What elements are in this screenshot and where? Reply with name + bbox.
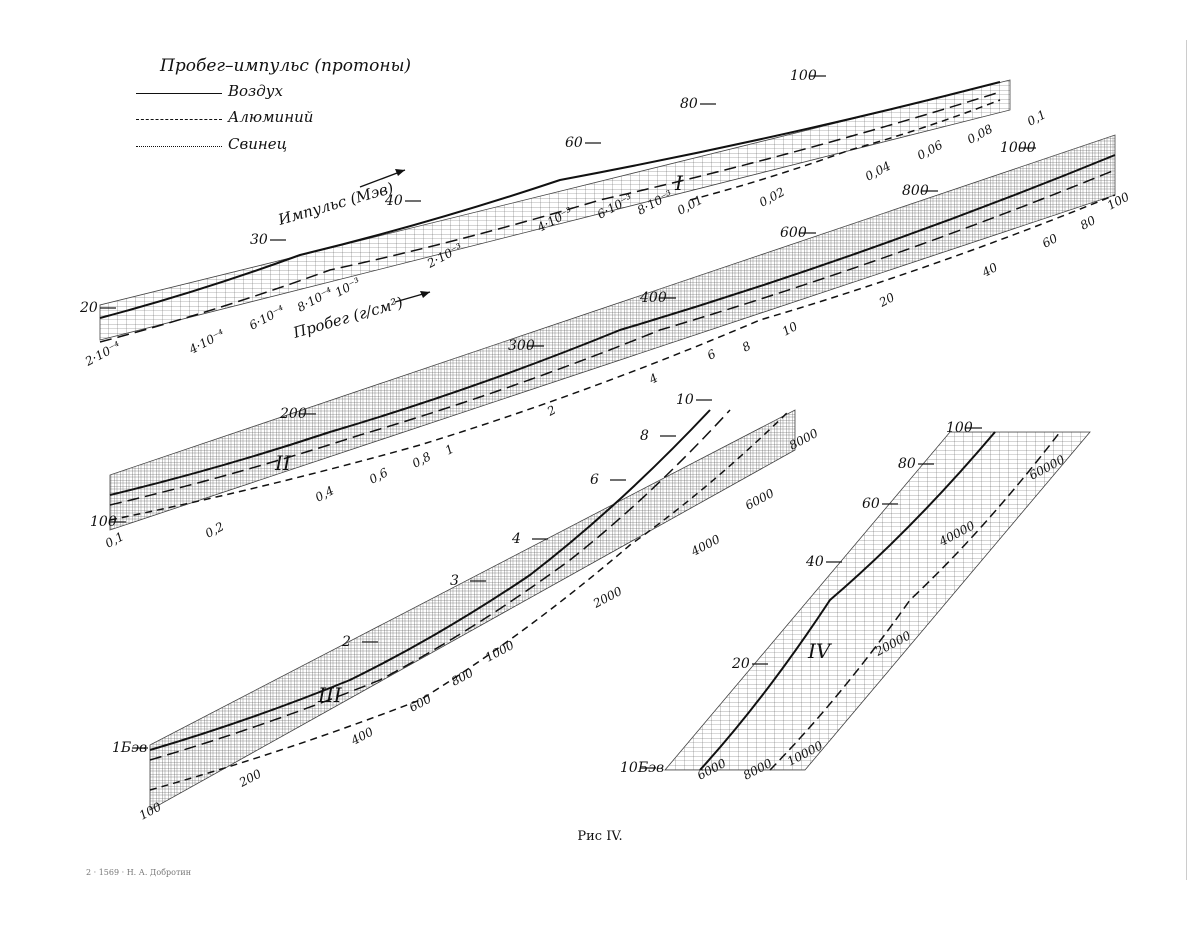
momentum-tick-IV-2: 40 <box>805 554 824 570</box>
range-tick-I-10: 0,02 <box>757 185 787 210</box>
legend-label-lead: Свинец <box>228 135 287 153</box>
legend-label-air: Воздух <box>228 82 283 100</box>
momentum-tick-IV-1: 20 <box>731 656 750 672</box>
range-tick-I-1: 4·10⁻⁴ <box>186 326 227 357</box>
panel-numeral-IV: IV <box>807 639 833 663</box>
range-tick-I-2: 6·10⁻⁴ <box>247 302 287 332</box>
legend-entry-aluminum: Алюминий <box>136 108 336 130</box>
range-tick-III-7: 4000 <box>688 532 723 559</box>
range-tick-III-3: 600 <box>407 691 434 714</box>
range-tick-II-13: 60 <box>1040 231 1060 251</box>
range-tick-III-1: 200 <box>236 766 264 790</box>
momentum-tick-III-2: 3 <box>450 573 459 589</box>
range-tick-II-11: 20 <box>876 290 897 310</box>
range-tick-II-2: 0,4 <box>313 483 336 504</box>
momentum-tick-III-4: 6 <box>590 472 599 488</box>
legend-swatch-dash <box>136 146 222 147</box>
range-tick-I-11: 0,04 <box>863 159 893 184</box>
range-tick-II-5: 1 <box>443 442 456 458</box>
momentum-tick-III-3: 4 <box>511 531 521 547</box>
range-tick-II-9: 8 <box>740 339 754 355</box>
range-tick-III-8: 6000 <box>743 486 777 513</box>
range-tick-I-12: 0,06 <box>915 138 945 163</box>
momentum-tick-IV-3: 60 <box>862 496 880 512</box>
range-tick-II-12: 40 <box>979 260 1000 280</box>
momentum-tick-I-3: 60 <box>565 135 583 151</box>
panel-numeral-III: III <box>317 683 343 707</box>
panel-numeral-II: II <box>274 451 292 475</box>
range-tick-II-1: 0,2 <box>203 519 226 540</box>
range-tick-II-14: 80 <box>1078 213 1098 233</box>
momentum-tick-I-1: 30 <box>250 232 268 248</box>
range-tick-I-14: 0,1 <box>1025 107 1048 128</box>
grid-bands <box>100 80 1115 810</box>
range-tick-II-4: 0,8 <box>410 449 434 470</box>
range-tick-II-8: 6 <box>705 347 719 363</box>
legend-label-aluminum: Алюминий <box>228 108 313 126</box>
range-tick-I-0: 2·10⁻⁴ <box>82 338 123 369</box>
range-tick-II-7: 4 <box>646 371 660 387</box>
momentum-tick-IV-4: 80 <box>898 456 916 472</box>
legend-swatch-longdash <box>136 119 222 120</box>
legend-swatch-solid <box>136 93 222 94</box>
momentum-axis-label: Импульс (Мэв) <box>275 179 395 229</box>
range-tick-II-3: 0,6 <box>367 465 391 486</box>
range-tick-I-13: 0,08 <box>965 122 995 147</box>
range-tick-III-4: 800 <box>449 665 476 688</box>
panel-numeral-I: I <box>674 171 684 195</box>
momentum-tick-III-1: 2 <box>341 634 351 650</box>
page-footer: 2 · 1569 · Н. А. Добротин <box>86 868 191 877</box>
range-tick-II-0: 0,1 <box>103 529 126 550</box>
range-tick-III-5: 1000 <box>483 638 517 665</box>
momentum-tick-I-4: 80 <box>680 96 698 112</box>
momentum-tick-III-6: 10 <box>676 392 694 408</box>
legend-entry-lead: Свинец <box>136 135 336 157</box>
range-tick-II-6: 2 <box>544 403 558 419</box>
momentum-tick-I-0: 20 <box>79 300 98 316</box>
range-tick-I-9: 0,01 <box>675 193 705 218</box>
range-tick-II-10: 10 <box>780 319 800 339</box>
legend-title: Пробег–импульс (протоны) <box>160 56 411 76</box>
range-tick-III-6: 2000 <box>590 584 625 611</box>
margin-rule <box>1186 40 1187 880</box>
momentum-axis-arrow-head <box>395 169 405 176</box>
momentum-tick-III-5: 8 <box>640 428 649 444</box>
figure-caption: Рис IV. <box>0 829 1200 844</box>
range-tick-III-2: 400 <box>348 724 376 748</box>
legend-entry-air: Воздух <box>136 82 336 104</box>
range-axis-arrow-head <box>420 291 430 298</box>
